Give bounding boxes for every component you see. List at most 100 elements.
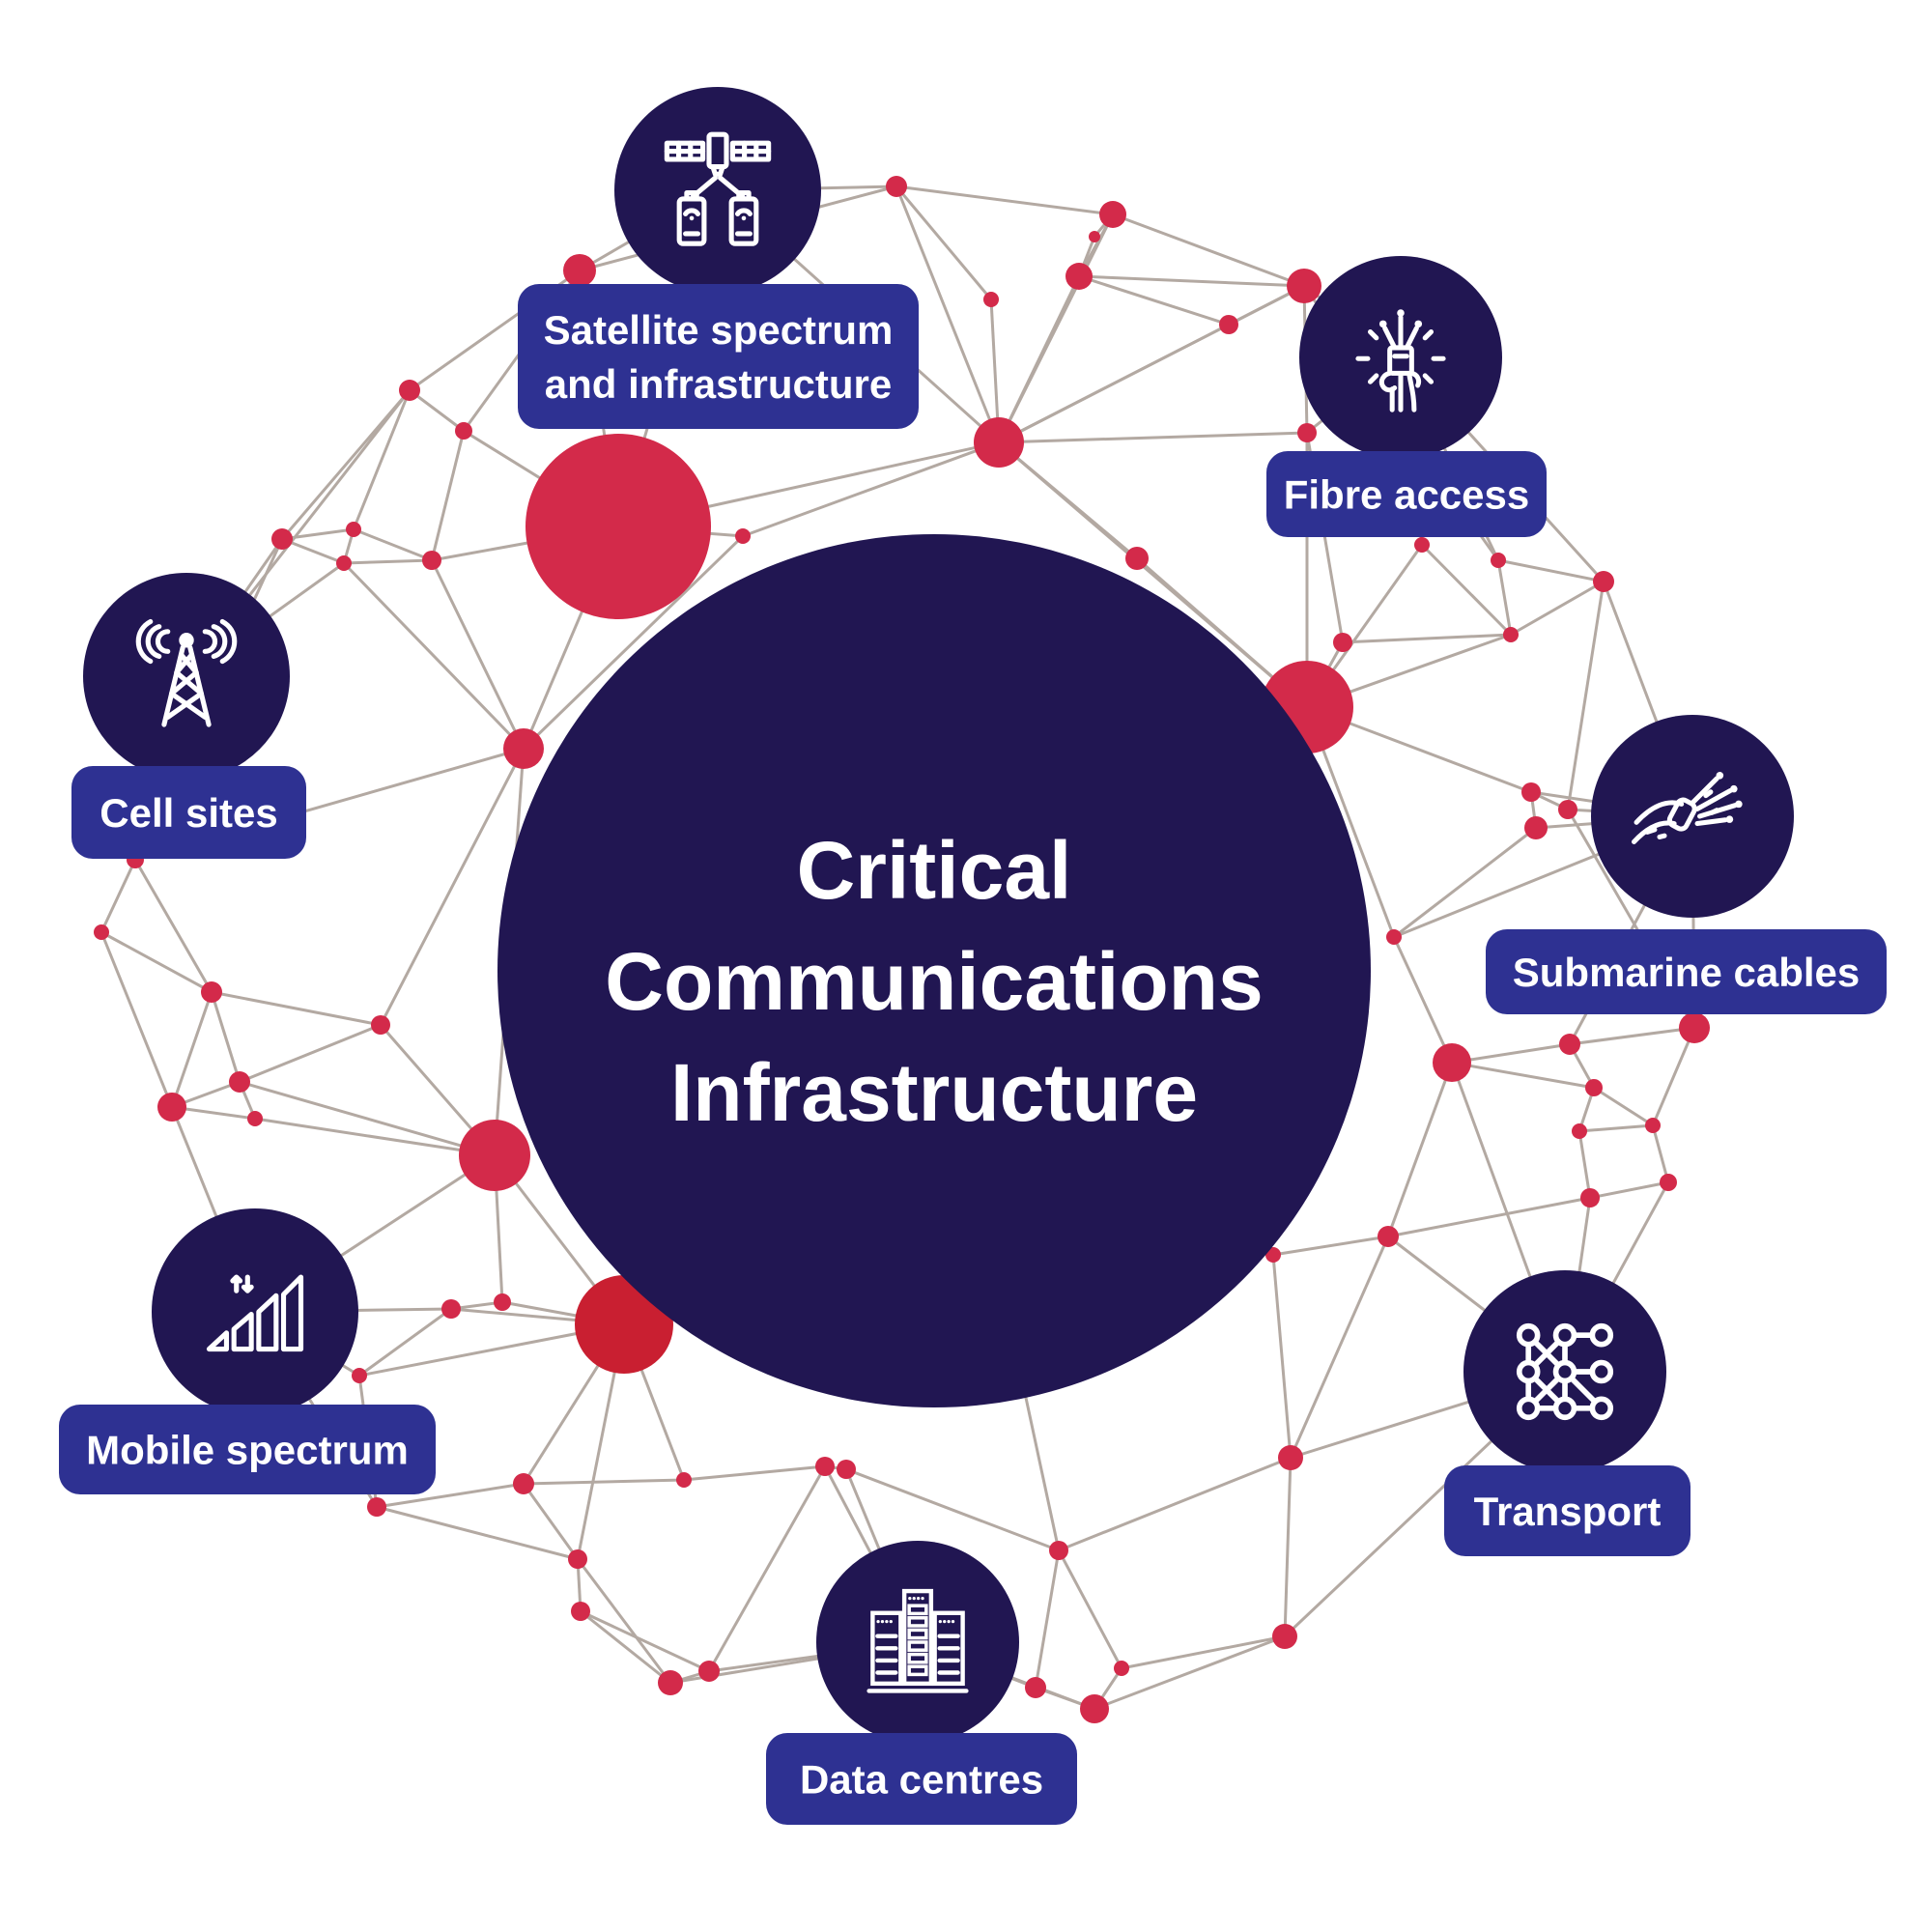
mesh-edge [998, 431, 1308, 444]
mesh-edge [1651, 1027, 1696, 1126]
mesh-edge [376, 1505, 579, 1561]
mesh-node [568, 1549, 587, 1569]
mesh-edge [1342, 633, 1512, 644]
mesh-edge [1566, 581, 1605, 810]
mesh-edge [376, 1482, 525, 1509]
mesh-edge [170, 991, 213, 1108]
mesh-node [1114, 1661, 1129, 1676]
mesh-edge [100, 930, 213, 994]
mesh-edge [239, 1023, 382, 1084]
mesh-edge [1510, 580, 1605, 637]
mesh-node [1679, 1012, 1710, 1043]
mesh-edge [1589, 1180, 1669, 1200]
mesh-node [371, 1015, 390, 1035]
mesh-node [983, 292, 999, 307]
mesh-edge [580, 1609, 671, 1685]
mesh-node [1333, 633, 1352, 652]
mesh-node [201, 981, 222, 1003]
mesh-node [352, 1368, 367, 1383]
mesh-node [1580, 1188, 1600, 1208]
sector-cell-sites: Cell sites [71, 573, 306, 859]
mesh-node [1265, 1247, 1281, 1263]
mesh-edge [211, 990, 382, 1027]
sector-label-satellite-spectrum: and infrastructure [545, 361, 892, 407]
mesh-node [399, 380, 420, 401]
mesh-edge [576, 1558, 672, 1684]
mesh-node [676, 1472, 692, 1488]
mesh-node [94, 924, 109, 940]
mesh-node [1585, 1079, 1603, 1096]
mesh-node [503, 728, 544, 769]
mesh-edge [522, 534, 745, 751]
mesh-node [1278, 1445, 1303, 1470]
mesh-edge [1058, 1456, 1292, 1552]
central-title-line-1: Critical [797, 825, 1072, 916]
mesh-edge [99, 859, 137, 933]
mesh-edge [742, 440, 1000, 538]
mesh-edge [1271, 1254, 1293, 1459]
mesh-node [815, 1457, 835, 1476]
mesh-edge [1496, 559, 1513, 636]
mesh-edge [1578, 1123, 1654, 1133]
mesh-node [1414, 537, 1430, 553]
mesh-edge [281, 537, 345, 565]
mesh-edge [1569, 1026, 1695, 1046]
mesh-edge [1393, 826, 1537, 939]
mesh-node [837, 1460, 856, 1479]
mesh-node [1660, 1174, 1677, 1191]
mesh-node [1089, 231, 1100, 242]
mesh-edge [895, 185, 1001, 443]
mesh-edge [895, 185, 1114, 216]
mesh-edge [1283, 1457, 1293, 1637]
sector-badge-fibre-access [1266, 451, 1547, 537]
mesh-edge [1078, 274, 1230, 327]
mesh-node [1503, 627, 1519, 642]
mesh-edge [343, 558, 433, 565]
network-mesh-nodes [94, 176, 1710, 1723]
sector-label-submarine-cables: Submarine cables [1513, 950, 1860, 995]
sector-transport: Transport [1444, 1270, 1690, 1556]
mesh-node [1219, 315, 1238, 334]
mesh-node [1272, 1624, 1297, 1649]
mesh-edge [580, 1609, 710, 1673]
mesh-edge [1392, 936, 1454, 1064]
sector-badge-submarine-cables [1486, 929, 1887, 1014]
sector-label-fibre-access: Fibre access [1284, 472, 1530, 518]
mesh-node [974, 417, 1024, 468]
mesh-edge [1451, 1042, 1571, 1065]
mesh-node [1433, 1043, 1471, 1082]
mesh-node [1593, 571, 1614, 592]
mesh-edge [1420, 543, 1513, 637]
sector-circle-mobile-spectrum [152, 1208, 358, 1415]
mesh-node [1025, 1677, 1046, 1698]
mesh-edge [99, 931, 174, 1108]
mesh-edge [430, 559, 526, 750]
mesh-edge [239, 1080, 496, 1157]
mesh-node [1099, 201, 1126, 228]
mesh-edge [281, 527, 355, 541]
mesh-node [1125, 547, 1149, 570]
sector-badge-data-centres [766, 1733, 1077, 1825]
mesh-edge [342, 561, 526, 751]
mesh-node [1080, 1694, 1109, 1723]
sector-label-data-centres: Data centres [800, 1757, 1043, 1803]
mesh-edge [430, 430, 466, 561]
mesh-node [698, 1661, 720, 1682]
mesh-edge [522, 1483, 580, 1560]
mesh-edge [1577, 1130, 1592, 1199]
sector-label-transport: Transport [1474, 1489, 1662, 1534]
mesh-edge [353, 527, 433, 562]
mesh-node [459, 1120, 530, 1191]
mesh-node [367, 1497, 386, 1517]
mesh-node [571, 1602, 590, 1621]
mesh-edge [1386, 1062, 1454, 1237]
mesh-node [1559, 1034, 1580, 1055]
mesh-node [658, 1670, 683, 1695]
mesh-edge [707, 1465, 827, 1672]
mesh-node [1297, 423, 1317, 442]
mesh-edge [1497, 558, 1605, 583]
mesh-node [1491, 553, 1506, 568]
central-circle [497, 534, 1371, 1407]
